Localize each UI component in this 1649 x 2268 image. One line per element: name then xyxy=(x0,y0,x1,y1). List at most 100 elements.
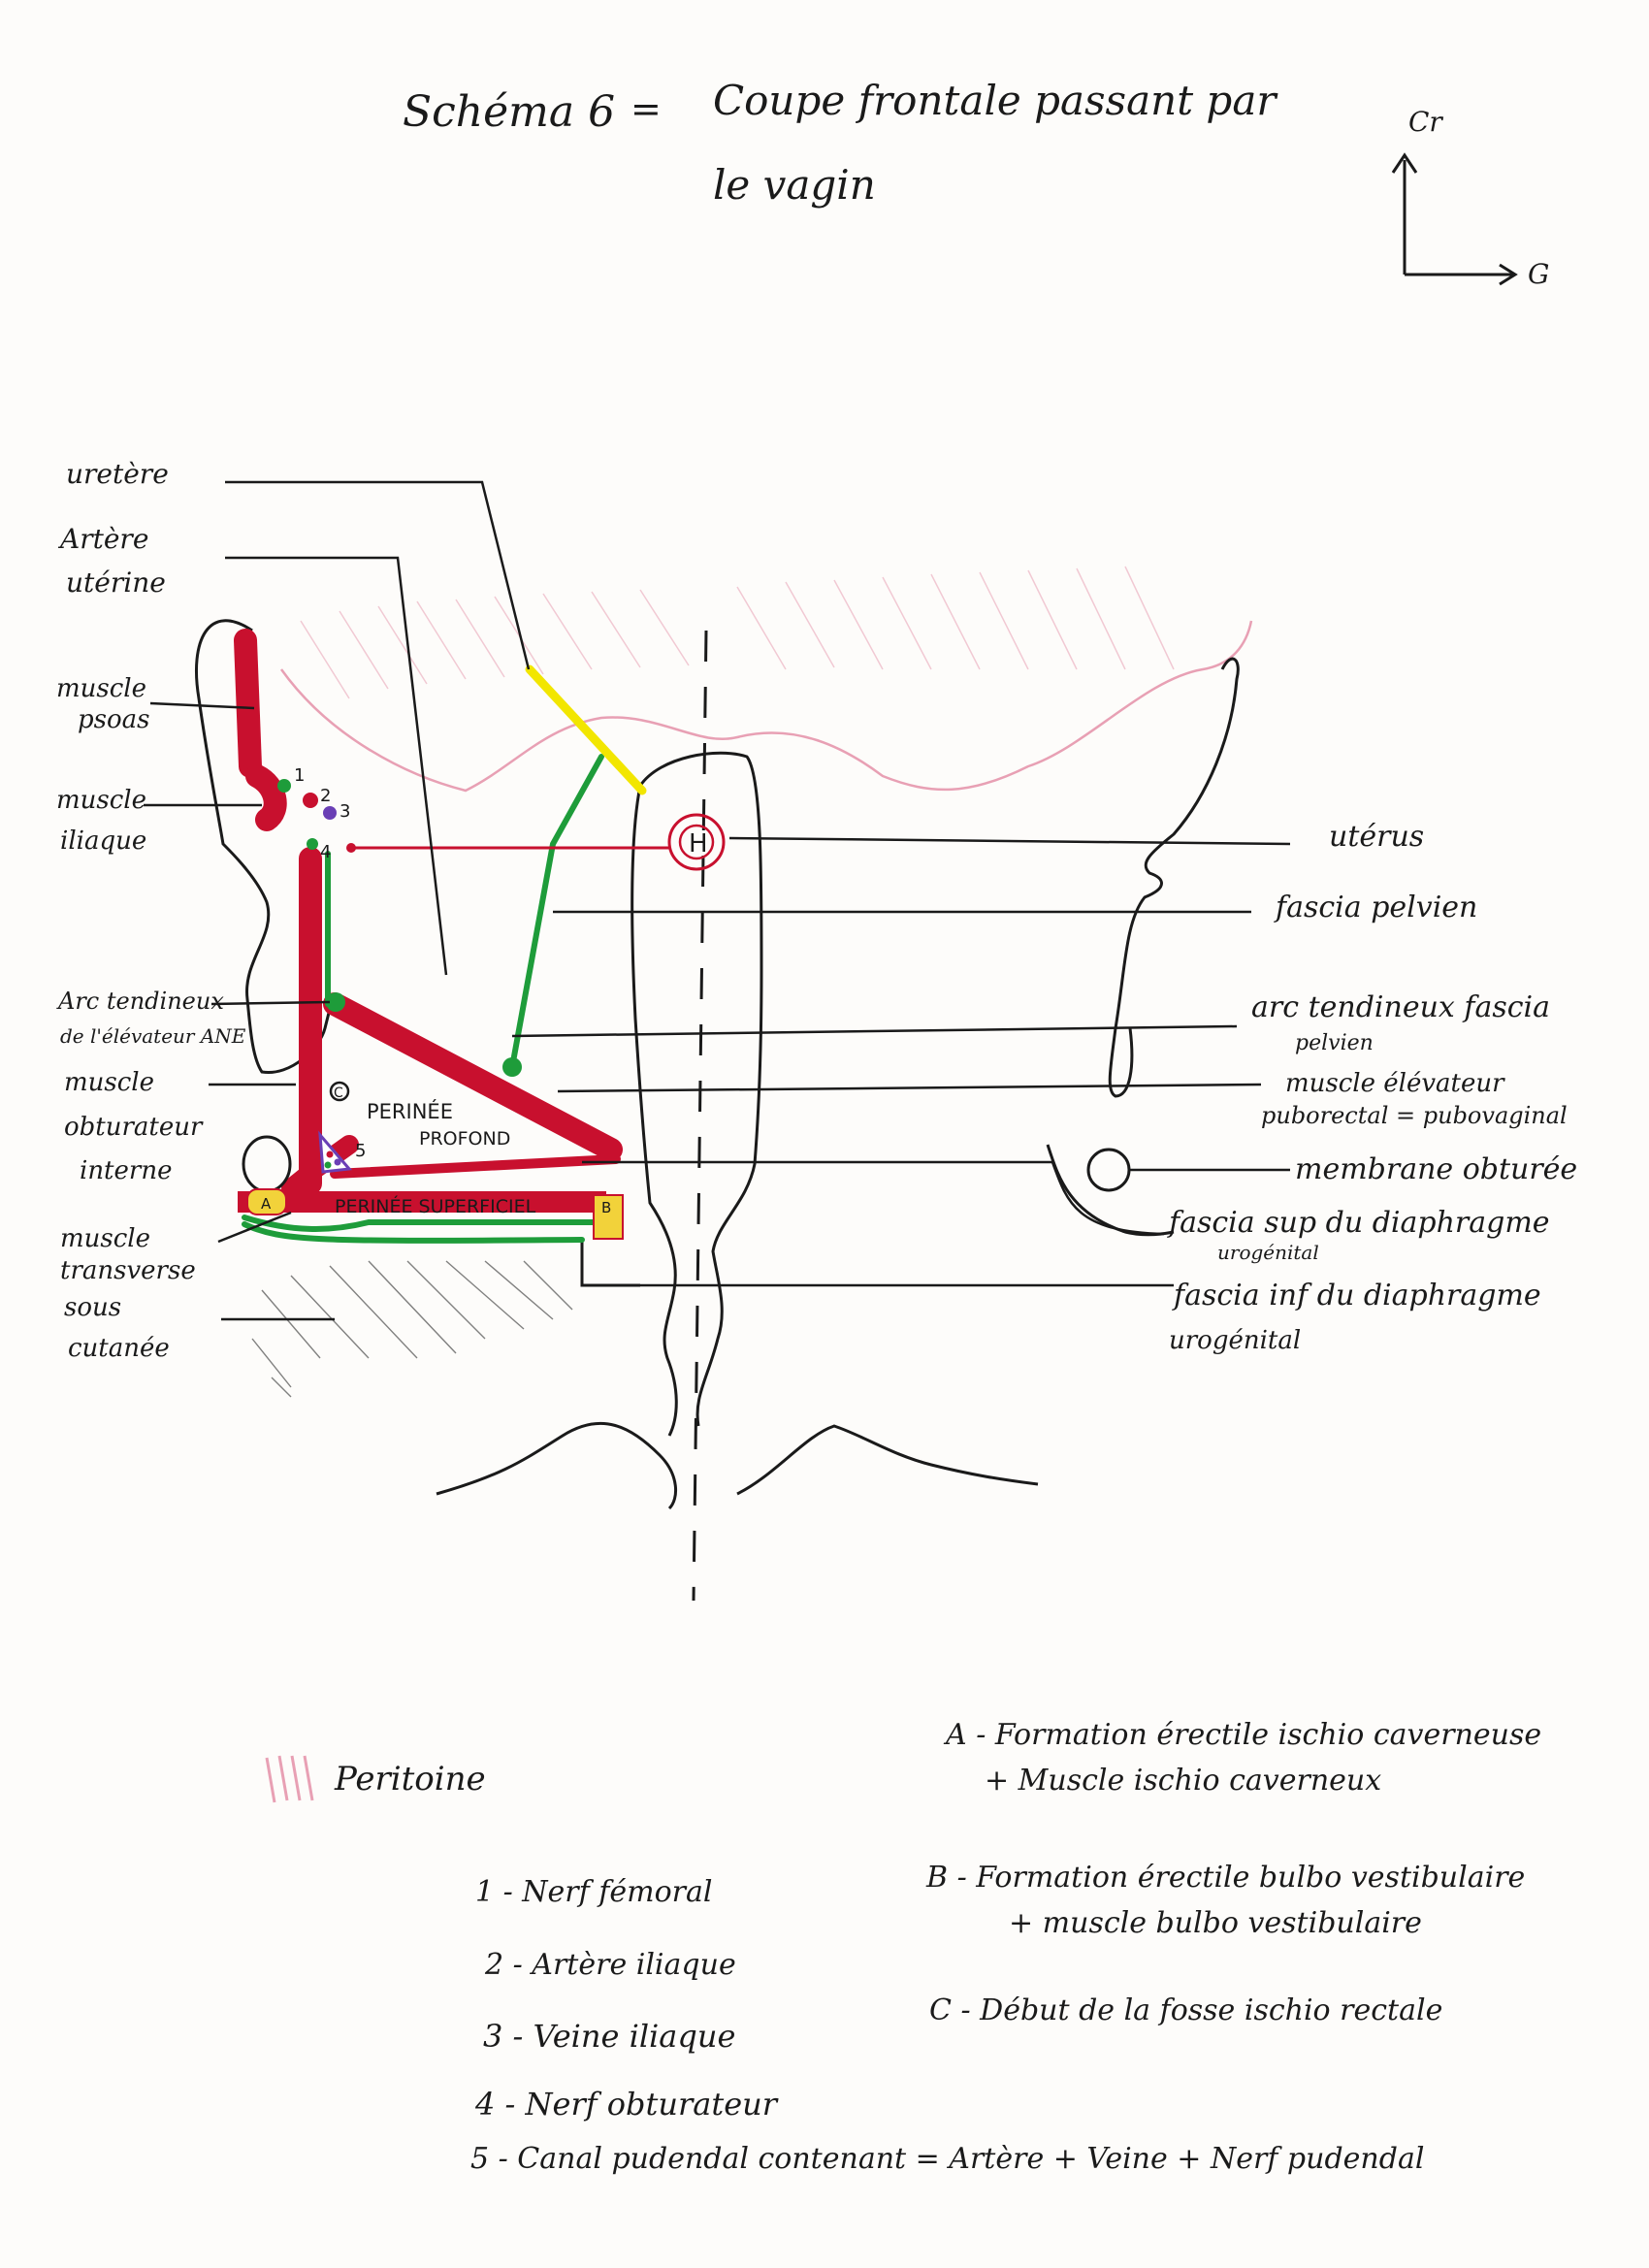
marker-3: 3 xyxy=(340,801,350,822)
ischium xyxy=(242,1135,292,1193)
leader-lines xyxy=(144,480,1291,1321)
legend-a-line-2: + Muscle ischio caverneux xyxy=(985,1764,1381,1798)
label-obturateur-1: muscle xyxy=(64,1068,154,1097)
legend-1: 1 - Nerf fémoral xyxy=(475,1875,712,1909)
deep-perineum-label-2: PROFOND xyxy=(419,1128,510,1150)
transverse-muscle xyxy=(281,1135,359,1198)
formation-b-label: B xyxy=(601,1199,611,1216)
left-labels: uretère Artère utérine muscle psoas musc… xyxy=(56,458,246,1363)
pudendal-nerve-dot xyxy=(324,1161,332,1169)
legend-c-line: C - Début de la fosse ischio rectale xyxy=(929,1993,1442,2027)
label-arc-ane-2: de l'élévateur ANE xyxy=(60,1024,246,1048)
peritoneum-legend-label: Peritoine xyxy=(334,1760,486,1798)
iliac-artery-dot xyxy=(303,793,318,808)
label-fascia-sup-1: fascia sup du diaphragme xyxy=(1167,1206,1550,1240)
marker-1: 1 xyxy=(294,765,305,786)
legend-a-line-1: A - Formation érectile ischio caverneuse xyxy=(943,1718,1541,1752)
label-fascia-inf-1: fascia inf du diaphragme xyxy=(1172,1279,1541,1312)
urogenital-fascia-lower xyxy=(242,1221,585,1244)
formation-a xyxy=(246,1188,287,1215)
ureter xyxy=(525,664,647,795)
label-obturateur-2: obturateur xyxy=(64,1113,204,1142)
orientation-cranial-label: Cr xyxy=(1408,106,1443,138)
label-iliaque-1: muscle xyxy=(56,786,146,815)
uterus-label-h: H xyxy=(689,829,708,859)
marker-2: 2 xyxy=(320,786,331,806)
femoral-nerve-dot xyxy=(277,779,291,793)
legend-2: 2 - Artère iliaque xyxy=(484,1948,736,1982)
uterus-artery-circle xyxy=(667,813,726,871)
pudendal-artery-dot xyxy=(326,1150,334,1158)
legend-b-line-1: B - Formation érectile bulbo vestibulair… xyxy=(925,1861,1525,1895)
label-arc-ane-1: Arc tendineux xyxy=(56,988,224,1015)
pelvic-fascia-medial xyxy=(509,754,604,1070)
deep-perineum-label-1: PERINÉE xyxy=(367,1099,453,1123)
label-fascia-sup-2: urogénital xyxy=(1217,1241,1319,1264)
obturator-membrane-right xyxy=(1086,1148,1131,1192)
title-line-1: Coupe frontale passant par xyxy=(713,77,1278,124)
legend-5: 5 - Canal pudendal contenant = Artère + … xyxy=(470,2142,1424,2176)
label-fascia-inf-2: urogénital xyxy=(1169,1326,1301,1355)
perineum-lower-left xyxy=(580,1242,640,1287)
urogenital-fascia-inferior xyxy=(242,1215,614,1232)
superficial-perineum-label: PERINÉE SUPERFICIEL xyxy=(335,1195,536,1217)
label-membrane: membrane obturée xyxy=(1295,1152,1577,1186)
muscles xyxy=(234,629,623,1198)
marker-5: 5 xyxy=(355,1141,366,1161)
label-transverse-3: sous xyxy=(64,1293,121,1322)
fasciae xyxy=(242,754,614,1244)
iliac-vein-dot xyxy=(323,806,337,820)
label-psoas-2: psoas xyxy=(78,705,149,734)
legend-3: 3 - Veine iliaque xyxy=(483,2018,735,2055)
label-obturateur-3: interne xyxy=(80,1156,172,1185)
orientation-left-label: G xyxy=(1528,258,1549,290)
marker-c xyxy=(329,1081,350,1102)
arc-tendineux-ane-node xyxy=(326,992,345,1012)
legend-b-line-2: + muscle bulbo vestibulaire xyxy=(1009,1906,1422,1940)
label-elevateur-2: puborectal = pubovaginal xyxy=(1261,1102,1568,1129)
label-transverse-2: transverse xyxy=(60,1256,196,1285)
perineum-outline xyxy=(436,1421,1039,1510)
peritoneum-line xyxy=(279,620,1253,793)
peritoneum-hatching xyxy=(300,566,1175,699)
arc-tendineux-fascia-node xyxy=(502,1057,522,1077)
pelvic-wall-left xyxy=(194,619,332,1074)
label-uterus: utérus xyxy=(1329,820,1424,854)
superficial-perineum-band xyxy=(238,1191,606,1213)
label-arc-fascia-1: arc tendineux fascia xyxy=(1251,990,1550,1024)
pudendal-vein-dot xyxy=(334,1158,341,1166)
formation-b xyxy=(593,1194,624,1240)
label-psoas-1: muscle xyxy=(56,674,146,703)
marker-c-label: C xyxy=(334,1085,343,1101)
label-uretere: uretère xyxy=(66,458,169,490)
psoas-muscle xyxy=(234,629,262,778)
title-left: Schéma 6 xyxy=(403,87,615,137)
peritoneum-legend-swatch xyxy=(265,1755,314,1803)
label-artere-uterine-1: Artère xyxy=(57,523,148,555)
uterus-vagina-outline xyxy=(630,751,763,1437)
label-elevateur-1: muscle élévateur xyxy=(1285,1069,1505,1098)
marker-4: 4 xyxy=(320,842,331,862)
iliac-muscle xyxy=(245,764,287,831)
label-iliaque-2: iliaque xyxy=(60,826,146,856)
uterine-artery-origin xyxy=(346,843,356,853)
label-fascia-pelvien: fascia pelvien xyxy=(1274,891,1477,924)
deep-perineum-lower-border xyxy=(330,1154,621,1179)
midline xyxy=(692,630,708,1602)
pelvic-wall-right xyxy=(1108,657,1240,1098)
label-transverse-1: muscle xyxy=(60,1224,150,1253)
label-arc-fascia-2: pelvien xyxy=(1295,1031,1374,1055)
title-separator: = xyxy=(630,87,662,130)
ischiorectal-hatching xyxy=(251,1260,573,1398)
label-transverse-4: cutanée xyxy=(68,1334,170,1363)
levator-ani-muscle xyxy=(323,992,623,1161)
formation-a-label: A xyxy=(261,1195,272,1213)
right-labels: utérus fascia pelvien arc tendineux fasc… xyxy=(1167,820,1577,1355)
label-artere-uterine-2: utérine xyxy=(66,567,166,599)
orientation-axes xyxy=(1391,152,1518,286)
obturator-nerve-dot xyxy=(307,838,318,850)
legend-4: 4 - Nerf obturateur xyxy=(474,2086,779,2122)
title-line-2: le vagin xyxy=(713,161,876,209)
